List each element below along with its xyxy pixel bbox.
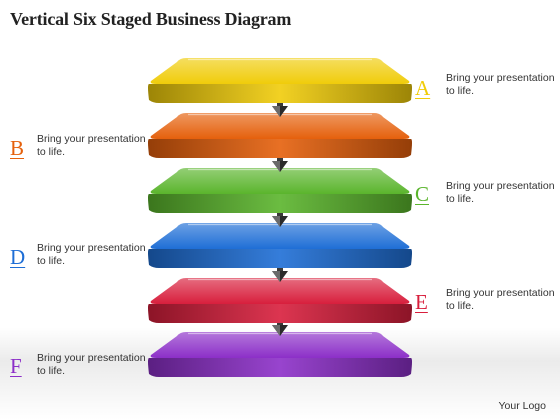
stage-a-slab (148, 58, 412, 103)
stage-a-text: Bring your presentation to life. (446, 72, 555, 97)
stage-e-letter: E (415, 290, 428, 314)
stage-f-slab (148, 332, 412, 377)
stage-a-letter: A (415, 76, 431, 100)
stage-b-text: Bring your presentation to life. (37, 133, 146, 158)
stage-e-slab (148, 278, 412, 323)
stage-c-letter: C (415, 182, 430, 206)
stage-c-text: Bring your presentation to life. (446, 180, 555, 205)
page-title: Vertical Six Staged Business Diagram (10, 9, 292, 29)
stage-b-slab (148, 113, 412, 158)
logo-placeholder: Your Logo (498, 400, 547, 412)
stage-f-text: Bring your presentation to life. (37, 352, 146, 377)
stage-d-letter: D (10, 245, 26, 269)
stage-e-text: Bring your presentation to life. (446, 287, 555, 312)
stage-d-text: Bring your presentation to life. (37, 242, 146, 267)
stage-b-letter: B (10, 136, 25, 160)
stage-f-letter: F (10, 354, 22, 378)
stage-d-slab (148, 223, 412, 268)
stage-c-slab (148, 168, 412, 213)
